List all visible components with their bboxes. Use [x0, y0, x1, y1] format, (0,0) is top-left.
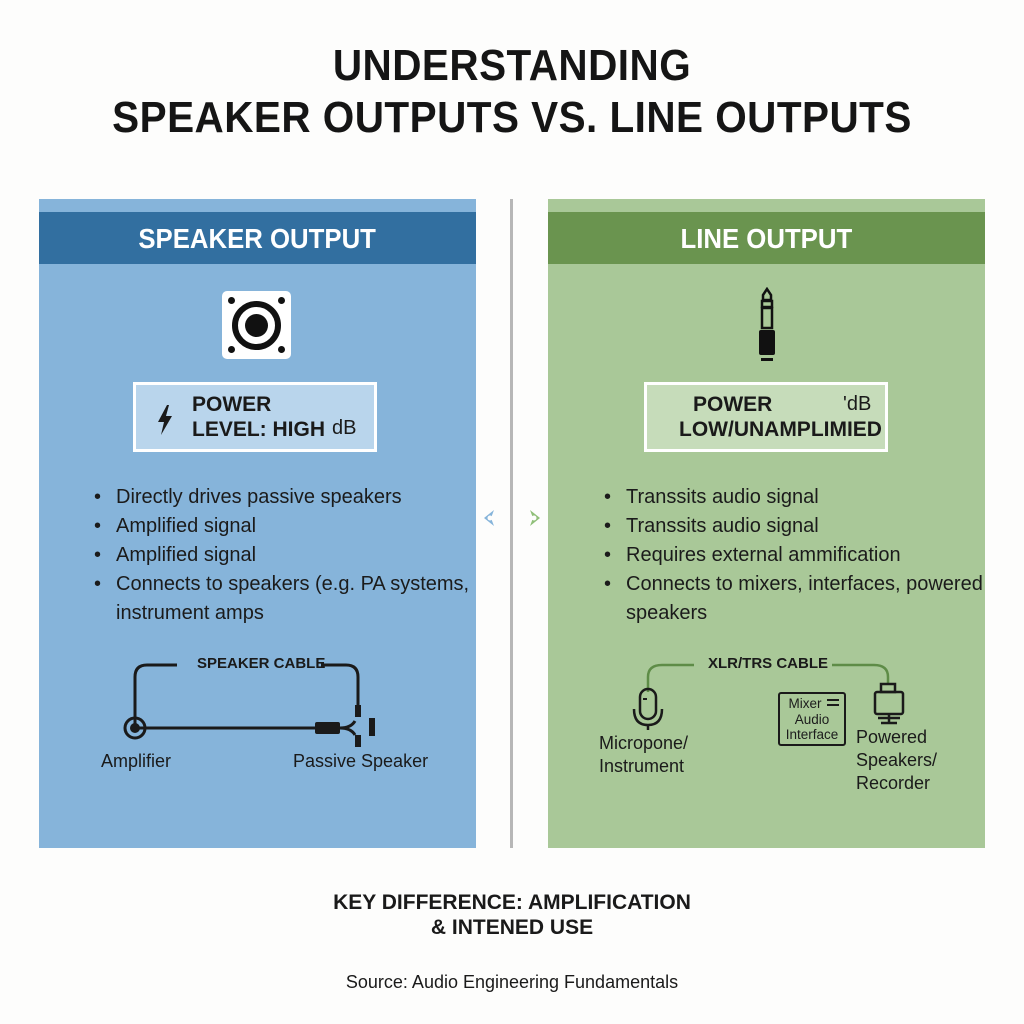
source-citation: Source: Audio Engineering Fundamentals: [345, 972, 679, 992]
microphone-icon: [632, 687, 664, 730]
power-level-value: LOW/UNAMPLIMIED: [679, 418, 882, 441]
power-level-box: POWER LEVEL: HIGH dB: [133, 382, 377, 452]
line-output-header: LINE OUTPUT: [548, 212, 985, 264]
speaker-output-header: SPEAKER OUTPUT: [39, 212, 476, 264]
line-output-panel: LINE OUTPUT POWER LOW/UNAMPLIMIED 'dB Tr…: [548, 199, 985, 848]
title-line-2: SPEAKER OUTPUTS VS. LINE OUTPUTS: [112, 93, 912, 142]
power-label: POWER: [192, 393, 272, 416]
title-line-1: UNDERSTANDING: [332, 41, 692, 90]
lightning-bolt-icon: [158, 405, 172, 435]
power-level-value: LEVEL: HIGH: [192, 418, 326, 441]
list-item: Transsits audio signal: [604, 512, 984, 541]
list-item: Connects to speakers (e.g. PA systems, i…: [94, 570, 474, 628]
amplifier-label: Amplifier: [101, 751, 172, 771]
list-item: Directly drives passive speakers: [94, 483, 474, 512]
mixer-icon: [827, 699, 839, 706]
trs-jack-icon: [759, 287, 775, 361]
amplifier-jack-icon: [123, 716, 147, 740]
powered-speaker-icon: [873, 682, 905, 725]
passive-speaker-label: Passive Speaker: [293, 751, 429, 771]
arrow-left-icon: [484, 510, 494, 526]
list-item: Connects to mixers, interfaces, powered …: [604, 570, 984, 628]
speaker-cable-label: SPEAKER CABLE: [197, 655, 326, 672]
line-feature-list: Transsits audio signal Transsits audio s…: [604, 483, 984, 628]
list-item: Transsits audio signal: [604, 483, 984, 512]
list-item: Amplified signal: [94, 512, 474, 541]
power-level-box: POWER LOW/UNAMPLIMIED 'dB: [644, 382, 888, 452]
mixer-audio-interface-box: Mixer Audio Interface: [778, 692, 846, 746]
list-item: Requires external ammification: [604, 541, 984, 570]
microphone-instrument-label: Micropone/ Instrument: [599, 733, 689, 776]
list-item: Amplified signal: [94, 541, 474, 570]
key-difference: KEY DIFFERENCE: AMPLIFICATION & INTENED …: [333, 891, 691, 939]
speaker-icon: [222, 291, 291, 359]
arrow-right-icon: [530, 510, 540, 526]
center-divider: [510, 199, 513, 848]
xlr-trs-cable-label: XLR/TRS CABLE: [708, 655, 828, 672]
page-title: UNDERSTANDING SPEAKER OUTPUTS VS. LINE O…: [41, 40, 983, 144]
speaker-feature-list: Directly drives passive speakers Amplifi…: [94, 483, 474, 628]
db-unit: dB: [332, 417, 357, 439]
db-unit: 'dB: [843, 393, 872, 415]
speaker-output-panel: SPEAKER OUTPUT POWER LEVEL: HIGH dB Dire…: [39, 199, 476, 848]
powered-speakers-recorder-label: Powered Speakers/ Recorder: [856, 727, 938, 793]
power-label: POWER: [693, 393, 773, 416]
